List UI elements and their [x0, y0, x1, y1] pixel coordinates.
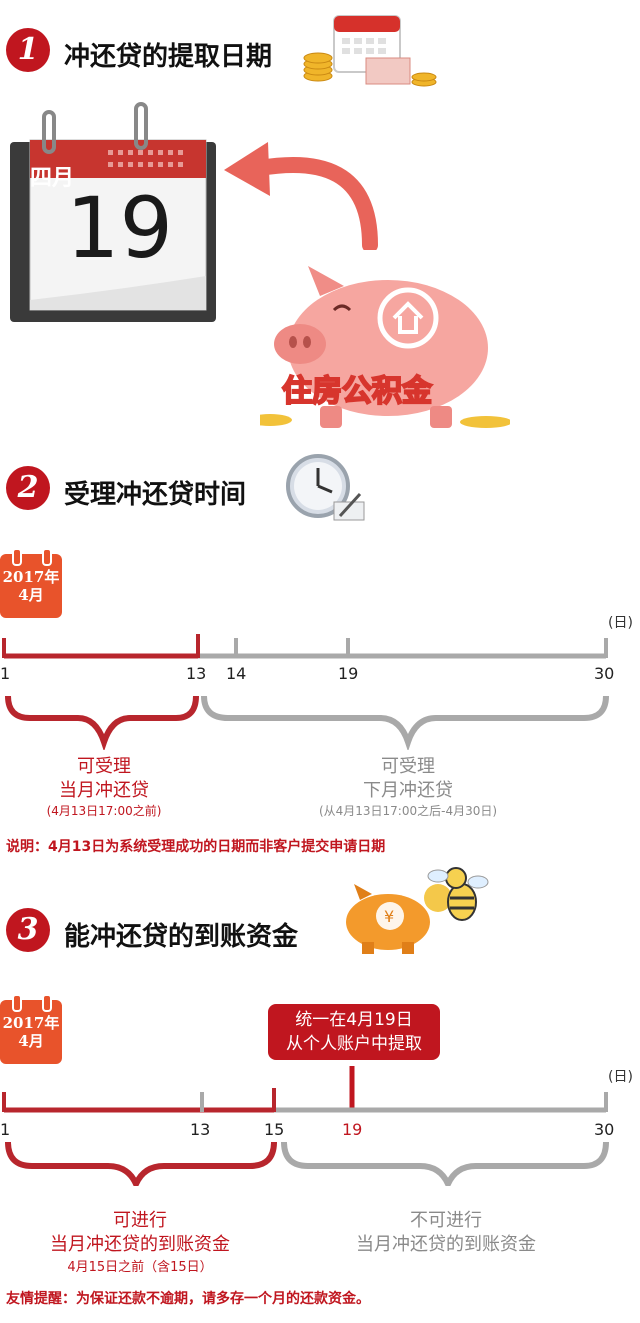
timeline-2-svg: [2, 634, 609, 750]
tick-13: 13: [186, 664, 207, 683]
left-range-title: 可受理: [77, 756, 131, 777]
right-range-sub: 当月冲还贷的到账资金: [356, 1234, 536, 1255]
section-3-reminder: 友情提醒：为保证还款不逾期，请多存一个月的还款资金。: [6, 1291, 370, 1307]
left-range-title: 可进行: [113, 1210, 167, 1231]
curved-arrow-icon: [224, 142, 378, 250]
extraction-callout: 统一在4月19日 从个人账户中提取: [268, 1004, 440, 1060]
left-range-note: (4月13日17:00之前): [46, 804, 162, 818]
timeline-3-svg: [2, 1066, 609, 1186]
section-1-number: 1: [6, 28, 50, 72]
callout-line-2: 从个人账户中提取: [286, 1034, 422, 1054]
tick-19: 19: [342, 1120, 363, 1139]
month-badge-3: 2017年 4月: [0, 994, 62, 1064]
section-1-title: 冲还贷的提取日期: [64, 42, 273, 72]
tick-30: 30: [594, 1120, 615, 1139]
desk-calendar-icon: [10, 102, 216, 322]
calendar-month-label: 四月: [30, 166, 75, 191]
badge-month: 4月: [18, 586, 44, 604]
svg-text:¥: ¥: [384, 907, 394, 926]
tick-30: 30: [594, 664, 615, 683]
left-range-sub: 当月冲还贷: [59, 780, 149, 801]
tick-1: 1: [0, 664, 11, 683]
gold-piggy-bee-icon: ¥: [346, 867, 489, 954]
left-range-note: 4月15日之前（含15日）: [67, 1260, 213, 1275]
month-badge-2: 2017年 4月: [0, 548, 62, 618]
badge-year: 2017年: [2, 568, 60, 586]
left-range-sub: 当月冲还贷的到账资金: [50, 1234, 230, 1255]
badge-year: 2017年: [2, 1014, 60, 1032]
calendar-day-number: 19: [66, 179, 173, 277]
right-range-title: 可受理: [381, 756, 435, 777]
badge-month: 4月: [18, 1032, 44, 1050]
calendar-coins-icon: [303, 15, 437, 87]
right-range-title: 不可进行: [410, 1210, 482, 1231]
callout-line-1: 统一在4月19日: [295, 1010, 413, 1030]
tick-19: 19: [338, 664, 359, 683]
right-range-sub: 下月冲还贷: [363, 780, 453, 801]
piggy-bank-icon: [260, 266, 510, 428]
tick-15: 15: [264, 1120, 285, 1139]
piggy-label: 住房公积金: [281, 373, 433, 410]
section-2-title: 受理冲还贷时间: [64, 480, 247, 510]
tick-1: 1: [0, 1120, 11, 1139]
section-2-remark: 说明：4月13日为系统受理成功的日期而非客户提交申请日期: [6, 839, 386, 855]
section-2-number: 2: [6, 466, 50, 510]
day-unit-label: (日): [608, 615, 633, 631]
day-unit-label: (日): [608, 1069, 633, 1085]
tick-14: 14: [226, 664, 247, 683]
clock-icon: [286, 454, 365, 521]
right-range-note: (从4月13日17:00之后-4月30日): [318, 804, 498, 818]
section-3-title: 能冲还贷的到账资金: [64, 922, 299, 952]
tick-13: 13: [190, 1120, 211, 1139]
section-3-number: 3: [6, 908, 50, 952]
